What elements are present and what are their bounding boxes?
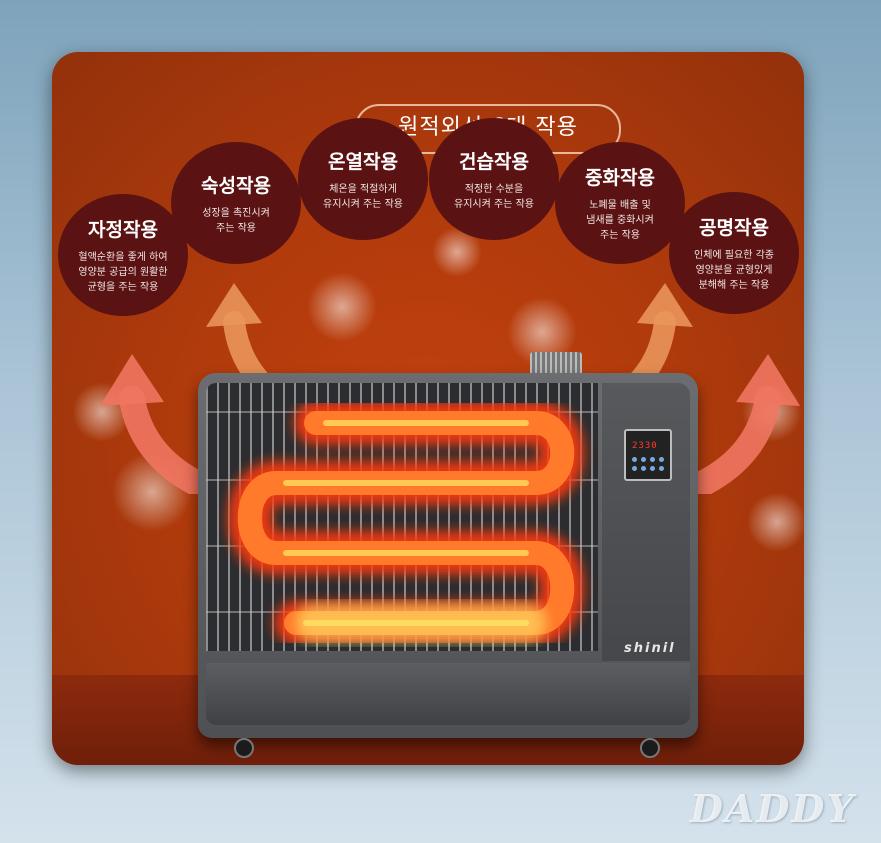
control-button[interactable] [641, 466, 646, 471]
effect-circle-1: 자정작용 혈액순환을 좋게 하여 영양분 공급의 원활한 균형을 주는 작용 [58, 194, 188, 316]
light-sparkle [747, 492, 804, 552]
effect-desc: 인체에 필요한 각종 영양분을 균형있게 분해해 주는 작용 [694, 250, 774, 291]
effect-circle-3: 온열작용 체온을 적절하게 유지시켜 주는 작용 [298, 118, 428, 240]
effect-circle-5: 중화작용 노폐물 배출 및 냄새를 중화시켜 주는 작용 [555, 142, 685, 264]
brand-logo: shinil [624, 641, 676, 656]
top-vent [530, 352, 582, 376]
effect-desc: 체온을 적절하게 유지시켜 주는 작용 [323, 183, 403, 210]
effect-desc: 노폐물 배출 및 냄새를 중화시켜 주는 작용 [586, 200, 654, 241]
effect-title: 숙성작용 [201, 174, 271, 197]
effect-desc: 성장을 촉진시켜 주는 작용 [202, 207, 270, 234]
effect-title: 중화작용 [585, 167, 655, 189]
caster-wheel-right [640, 738, 660, 758]
caster-wheel-left [234, 738, 254, 758]
effect-circle-4: 건습작용 적정한 수분을 유지시켜 주는 작용 [429, 118, 559, 240]
heater-grill [206, 383, 598, 651]
effect-desc: 혈액순환을 좋게 하여 영양분 공급의 원활한 균형을 주는 작용 [78, 252, 168, 293]
control-button[interactable] [659, 457, 664, 462]
effect-title: 공명작용 [699, 217, 769, 239]
watermark: DADDY [690, 786, 856, 831]
effect-title: 온열작용 [328, 150, 398, 173]
heating-coil [227, 401, 585, 645]
control-button[interactable] [641, 457, 646, 462]
light-sparkle [307, 272, 377, 342]
control-button[interactable] [659, 466, 664, 471]
control-button[interactable] [632, 466, 637, 471]
heat-arrow-left [100, 354, 208, 494]
effect-desc: 적정한 수분을 유지시켜 주는 작용 [454, 183, 534, 210]
heat-arrow-right [692, 354, 800, 494]
control-panel: 2330 shinil [602, 383, 690, 661]
control-button[interactable] [650, 466, 655, 471]
effect-title: 건습작용 [459, 150, 529, 173]
temperature-readout: 2330 [632, 441, 658, 451]
effect-circle-2: 숙성작용 성장을 촉진시켜 주는 작용 [171, 142, 301, 264]
control-button[interactable] [632, 457, 637, 462]
control-button[interactable] [650, 457, 655, 462]
control-display[interactable]: 2330 [624, 429, 672, 481]
heater-body: 2330 shinil [198, 373, 698, 738]
effect-circle-6: 공명작용 인체에 필요한 각종 영양분을 균형있게 분해해 주는 작용 [669, 192, 799, 314]
effect-title: 자정작용 [88, 219, 158, 241]
heater-base [206, 663, 690, 725]
